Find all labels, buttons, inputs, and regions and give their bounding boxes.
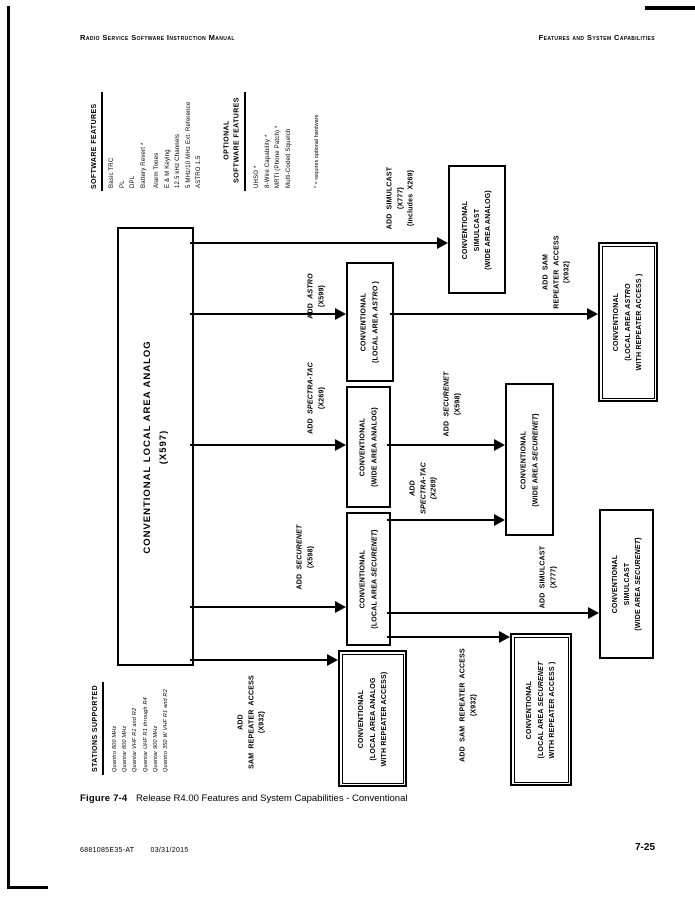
connector-root-to-simulcast-waa	[190, 242, 437, 244]
software-feature-item: 5 MHz/10 MHz Ext. Reference	[185, 101, 192, 188]
label-add-sam-repeater-access-x932-bottom-middle: ADD SAM REPEATER ACCESS (X932)	[459, 648, 478, 762]
box-label: CONVENTIONAL (LOCAL AREA SECURENET)	[359, 529, 378, 629]
label-add-sam-repeater-access-x932-bottom-left: ADD SAM REPEATER ACCESS (X932)	[237, 675, 266, 769]
connector-root-to-local-area-astro	[190, 313, 335, 315]
box-conventional-local-area-securenet-with-repeater-access: CONVENTIONAL (LOCAL AREA SECURENET WITH …	[510, 633, 572, 786]
station-item: Quantro 800 MHz	[112, 725, 118, 772]
footer-date: 03/31/2015	[150, 847, 189, 854]
station-item: Quantar UHF R1 through R4	[142, 697, 149, 772]
software-feature-item: Basic TRC	[109, 157, 115, 188]
box-conventional-local-area-securenet: CONVENTIONAL (LOCAL AREA SECURENET)	[346, 512, 391, 646]
double-border-inner	[513, 636, 569, 783]
arrowhead	[335, 601, 346, 613]
optional-feature-item: Multi-Coded Squelch	[285, 128, 292, 189]
box-label: CONVENTIONAL SIMULCAST (WIDE AREA ANALOG…	[461, 189, 492, 270]
footer-page-number: 7-25	[634, 842, 655, 853]
software-features-underline	[101, 92, 103, 191]
software-feature-item: DPL	[130, 175, 136, 188]
box-conventional-local-area-astro-with-repeater-access: CONVENTIONAL (LOCAL AREA ASTRO WITH REPE…	[598, 242, 658, 402]
connector-las-to-las-wra	[387, 636, 499, 638]
connector-root-to-wide-area-analog	[190, 444, 335, 446]
label-add-sam-repeater-access-x932-top-right: ADD SAM REPEATER ACCESS (X932)	[542, 235, 571, 309]
figure-caption-label: Figure 7-4	[80, 793, 128, 804]
box-conventional-simulcast-wide-area-analog: CONVENTIONAL SIMULCAST (WIDE AREA ANALOG…	[448, 165, 506, 294]
left-border-mark	[7, 6, 10, 889]
optional-features-title-line1: OPTIONAL	[223, 120, 231, 160]
label-add-simulcast-x777-includes: ADD SIMULCAST (X777) (Includes X269)	[386, 166, 415, 230]
box-conventional-local-area-analog-with-repeater-access: CONVENTIONAL (LOCAL AREA ANALOG WITH REP…	[338, 650, 407, 787]
stations-supported-underline	[102, 682, 104, 775]
figure-caption-text: Release R4.00 Features and System Capabi…	[136, 793, 408, 804]
connector-las-to-wide-area-securenet	[387, 519, 494, 521]
software-feature-item: Battery Revert *	[140, 142, 147, 188]
arrowhead	[588, 607, 599, 619]
header-left: Radio Service Software Instruction Manua…	[80, 33, 235, 42]
software-feature-item: PL	[119, 180, 126, 188]
box-label: CONVENTIONAL LOCAL AREA ANALOG (X597)	[141, 339, 169, 554]
arrowhead	[327, 654, 338, 666]
optional-feature-item: MRTI (Phone Patch) *	[275, 125, 281, 188]
label-add-simulcast-x777-lower: ADD SIMULCAST (X777)	[539, 545, 558, 609]
box-label: CONVENTIONAL (LOCAL AREA ASTRO WITH REPE…	[612, 273, 643, 371]
box-conventional-wide-area-analog: CONVENTIONAL (WIDE AREA ANALOG)	[346, 386, 391, 508]
station-item: Quantro 350 W VHF R1 and R2	[163, 689, 169, 772]
header-right: Features and System Capabilities	[538, 33, 655, 42]
box-label: CONVENTIONAL (LOCAL AREA ASTRO )	[360, 280, 380, 364]
double-border-inner	[341, 653, 404, 784]
box-conventional-local-area-astro: CONVENTIONAL (LOCAL AREA ASTRO )	[346, 262, 394, 382]
box-conventional-wide-area-securenet: CONVENTIONAL (WIDE AREA SECURENET)	[505, 383, 554, 536]
connector-root-to-local-area-securenet	[190, 606, 335, 608]
optional-feature-item: 8-Wire Capability *	[264, 134, 271, 188]
arrowhead	[494, 439, 505, 451]
optional-feature-item: UHSO *	[254, 165, 260, 188]
label-add-spectra-tac-x269: ADD SPECTRA-TAC (X269)	[307, 362, 326, 434]
box-conventional-local-area-analog: CONVENTIONAL LOCAL AREA ANALOG (X597)	[117, 227, 194, 666]
box-label: CONVENTIONAL (LOCAL AREA ANALOG WITH REP…	[357, 671, 388, 766]
connector-las-to-simulcast-was	[387, 612, 588, 614]
figure-caption: Figure 7-4 Release R4.00 Features and Sy…	[80, 793, 407, 804]
connector-root-to-laa-wra	[190, 659, 327, 661]
footer-doc-number: 6881085E35-AT	[80, 847, 135, 854]
stations-supported-title: STATIONS SUPPORTED	[92, 684, 99, 772]
bottom-left-border-mark	[7, 886, 48, 889]
label-add-spectra-tac-x269-middle: ADD SPECTRA-TAC (X269)	[409, 462, 438, 514]
software-feature-item: E & M Keying	[164, 149, 171, 188]
software-feature-item: ASTRO 1.5	[196, 155, 202, 188]
box-conventional-simulcast-wide-area-securenet: CONVENTIONAL SIMULCAST (WIDE AREA SECURE…	[599, 509, 654, 659]
arrowhead	[437, 237, 448, 249]
label-add-securenet-x598-middle: ADD SECURENET (X598)	[443, 371, 462, 437]
top-right-border-mark	[645, 6, 695, 10]
software-features-title: SOFTWARE FEATURES	[91, 103, 98, 189]
arrowhead	[587, 308, 598, 320]
footer-left: 6881085E35-AT 03/31/2015	[80, 847, 189, 854]
box-label: CONVENTIONAL (LOCAL AREA SECURENET WITH …	[525, 661, 556, 758]
box-label: CONVENTIONAL SIMULCAST (WIDE AREA SECURE…	[611, 537, 642, 631]
label-add-securenet-x598-left: ADD SECURENET (X598)	[296, 524, 315, 590]
station-item: Quantar 900 MHz	[153, 725, 159, 772]
station-item: Quantar VHF R1 and R2	[132, 707, 138, 772]
software-feature-item: Alarm Tones	[154, 152, 160, 188]
optional-features-underline	[244, 92, 246, 191]
arrowhead	[335, 439, 346, 451]
label-add-astro-x599: ADD ASTRO (X599)	[307, 273, 326, 319]
box-label: CONVENTIONAL (WIDE AREA SECURENET)	[520, 412, 539, 507]
hardware-footnote: * = requires optional hardware	[314, 114, 320, 188]
arrowhead	[499, 631, 510, 643]
double-border-inner	[601, 245, 655, 399]
connector-astro-to-astro-wra	[390, 313, 587, 315]
optional-features-title-line2: SOFTWARE FEATURES	[233, 97, 241, 183]
connector-waa-to-wide-area-securenet	[387, 444, 494, 446]
arrowhead	[494, 514, 505, 526]
station-item: Quantar 800 MHz	[122, 725, 128, 772]
arrowhead	[335, 308, 346, 320]
box-label: CONVENTIONAL (WIDE AREA ANALOG)	[359, 407, 378, 487]
software-feature-item: 12.5 kHz Channels	[175, 133, 181, 188]
